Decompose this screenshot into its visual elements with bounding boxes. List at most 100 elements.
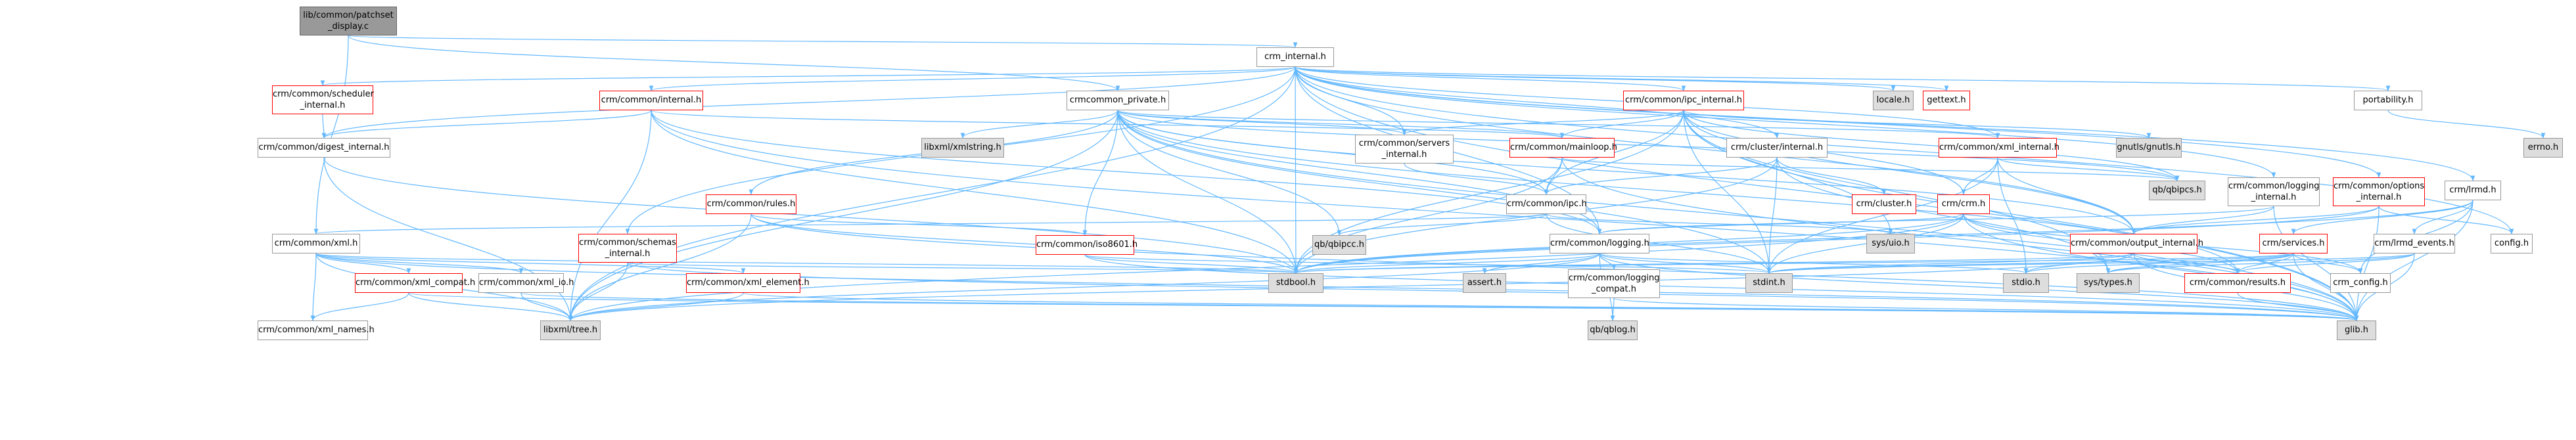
node-logging-internal[interactable]: crm/common/logging_internal.h	[2228, 177, 2320, 206]
edge-xml_internal-to-stdio	[1997, 157, 2029, 274]
edge-mainloop-to-stdbool	[1293, 157, 1563, 274]
edge-crmcommon_priv-to-iso8601	[1082, 110, 1118, 236]
edge-output_int-to-stdint	[1766, 253, 2134, 274]
node-portability[interactable]: portability.h	[2354, 91, 2422, 110]
edge-crmcommon_priv-to-libxmlstring	[960, 110, 1118, 139]
edge-logging_compat-to-qblog	[1610, 297, 1615, 321]
edge-crm_internal-to-digest_int	[321, 66, 1296, 139]
node-cluster-internal[interactable]: crm/cluster/internal.h	[1726, 138, 1828, 158]
edge-rules-to-libxmltree	[568, 213, 752, 321]
node-libxml-tree[interactable]: libxml/tree.h	[540, 320, 601, 340]
node-sys-uio[interactable]: sys/uio.h	[1866, 234, 1915, 253]
edge-logging_int-to-logging	[1598, 206, 2274, 234]
edge-logging_compat-to-glib	[1613, 297, 2358, 321]
edge-xml-to-stdbool	[315, 253, 1298, 274]
edge-crmcommon_priv-to-libxmltree	[568, 110, 1118, 321]
edge-options_int-to-config	[2378, 206, 2514, 234]
node-glib[interactable]: glib.h	[2337, 320, 2376, 340]
node-crm-h[interactable]: crm/crm.h	[1937, 194, 1990, 214]
node-crm-internal[interactable]: crm_internal.h	[1256, 47, 1334, 67]
edge-results-to-glib	[2237, 292, 2359, 321]
node-rules[interactable]: crm/common/rules.h	[706, 194, 796, 214]
edge-lrmd_events-to-stdint	[1767, 253, 2415, 274]
edge-crmcommon_priv-to-output_int	[1117, 110, 2136, 234]
edge-mainloop-to-qbipcs	[1561, 157, 2179, 181]
node-mainloop[interactable]: crm/common/mainloop.h	[1509, 138, 1617, 158]
edge-services-to-systypes	[2105, 253, 2294, 274]
edge-cluster_int-to-stdint	[1766, 157, 1778, 274]
node-ipc[interactable]: crm/common/ipc.h	[1506, 194, 1587, 214]
node-gnutls[interactable]: gnutls/gnutls.h	[2116, 138, 2182, 158]
edge-rules-to-iso8601	[750, 213, 1088, 236]
node-schemas-internal[interactable]: crm/common/schemas_internal.h	[578, 234, 677, 263]
node-lrmd[interactable]: crm/lrmd.h	[2445, 181, 2501, 200]
node-locale[interactable]: locale.h	[1873, 91, 1914, 110]
edge-lrmd-to-services	[2291, 200, 2473, 234]
node-output-internal[interactable]: crm/common/output_internal.h	[2070, 234, 2203, 253]
edge-xml-to-xml_element	[315, 253, 746, 274]
edge-xml-to-xml_names	[310, 253, 317, 321]
edge-logging_int-to-glib	[2273, 206, 2359, 321]
node-qb-qblog[interactable]: qb/qblog.h	[1588, 320, 1638, 340]
node-crm-cluster[interactable]: crm/cluster.h	[1852, 194, 1916, 214]
edge-logging-to-glib	[1599, 253, 2359, 321]
edge-services-to-stdio	[2023, 253, 2294, 274]
edge-options_int-to-stdbool	[1293, 206, 2380, 274]
node-xml-compat[interactable]: crm/common/xml_compat.h	[355, 273, 475, 293]
edge-crmcommon_priv-to-qbipcs	[1117, 110, 2180, 181]
node-gettext[interactable]: gettext.h	[1923, 91, 1970, 110]
node-lrmd-events[interactable]: crm/lrmd_events.h	[2374, 234, 2455, 253]
node-logging[interactable]: crm/common/logging.h	[1550, 234, 1649, 253]
edge-schemas_int-to-stdbool	[627, 262, 1298, 274]
edge-services-to-glib	[2293, 253, 2359, 321]
node-qb-qbipcc[interactable]: qb/qbipcc.h	[1312, 235, 1366, 255]
node-qb-qbipcs[interactable]: qb/qbipcs.h	[2149, 181, 2205, 200]
node-logging-compat[interactable]: crm/common/logging_compat.h	[1568, 269, 1660, 298]
node-xml-names[interactable]: crm/common/xml_names.h	[258, 320, 375, 340]
node-errno[interactable]: errno.h	[2523, 138, 2563, 158]
edge-crm_internal-to-portability	[1295, 66, 2390, 91]
edge-digest_int-to-stdbool	[323, 157, 1299, 274]
node-scheduler-internal[interactable]: crm/common/scheduler_internal.h	[272, 85, 374, 114]
node-xml-element[interactable]: crm/common/xml_element.h	[686, 273, 810, 293]
edge-servers_int-to-ipc	[1404, 163, 1549, 195]
node-libxml-xmlstring[interactable]: libxml/xmlstring.h	[921, 138, 1004, 158]
edge-options_int-to-glib	[2354, 206, 2380, 321]
node-stdint[interactable]: stdint.h	[1745, 273, 1793, 293]
edge-crm_internal-to-libxmltree	[568, 66, 1296, 321]
edge-mainloop-to-glib	[1561, 157, 2359, 321]
node-crm-config[interactable]: crm_config.h	[2330, 273, 2391, 293]
node-iso8601[interactable]: crm/common/iso8601.h	[1036, 235, 1138, 255]
edge-common_int-to-stdbool	[651, 110, 1299, 274]
edge-rules-to-glib	[750, 213, 2359, 321]
node-stdio[interactable]: stdio.h	[2003, 273, 2049, 293]
edge-iso8601-to-stdbool	[1084, 254, 1299, 274]
node-stdbool[interactable]: stdbool.h	[1268, 273, 1323, 293]
edge-crm_internal-to-cluster_int	[1295, 66, 1780, 139]
edge-sched_int-to-digest_int	[321, 114, 327, 139]
edge-xml_internal-to-qbipcs	[1997, 157, 2180, 181]
edge-ipc_int-to-output_int	[1683, 110, 2136, 234]
node-xml-io[interactable]: crm/common/xml_io.h	[478, 273, 574, 293]
node-sys-types[interactable]: sys/types.h	[2077, 273, 2140, 293]
edge-logging-to-libxmltree	[568, 253, 1600, 321]
node-xml-internal[interactable]: crm/common/xml_internal.h	[1939, 138, 2059, 158]
edge-common_int-to-libxmltree	[568, 110, 652, 321]
node-ipc-internal[interactable]: crm/common/ipc_internal.h	[1623, 91, 1744, 110]
node-digest-internal[interactable]: crm/common/digest_internal.h	[258, 138, 390, 158]
node-crmcommon-private[interactable]: crmcommon_private.h	[1067, 91, 1169, 110]
edge-crm_internal-to-logging_int	[1295, 66, 2276, 178]
node-xml[interactable]: crm/common/xml.h	[272, 234, 360, 253]
node-options-internal[interactable]: crm/common/options_internal.h	[2333, 177, 2425, 206]
edge-xml-to-xml_compat	[315, 253, 411, 274]
edge-crmcommon_priv-to-servers_int	[1117, 110, 1407, 135]
node-results[interactable]: crm/common/results.h	[2184, 273, 2291, 293]
node-common-internal[interactable]: crm/common/internal.h	[599, 91, 703, 110]
node-servers-internal[interactable]: crm/common/servers_internal.h	[1355, 135, 1454, 164]
edge-ipc_int-to-qbipcs	[1683, 110, 2180, 181]
node-services[interactable]: crm/services.h	[2259, 234, 2328, 253]
node-config[interactable]: config.h	[2491, 234, 2533, 253]
node-assert[interactable]: assert.h	[1463, 273, 1506, 293]
edge-cluster_int-to-crm_cluster	[1776, 157, 1887, 195]
node-patchset-display-c[interactable]: lib/common/patchset_display.c	[300, 7, 397, 35]
